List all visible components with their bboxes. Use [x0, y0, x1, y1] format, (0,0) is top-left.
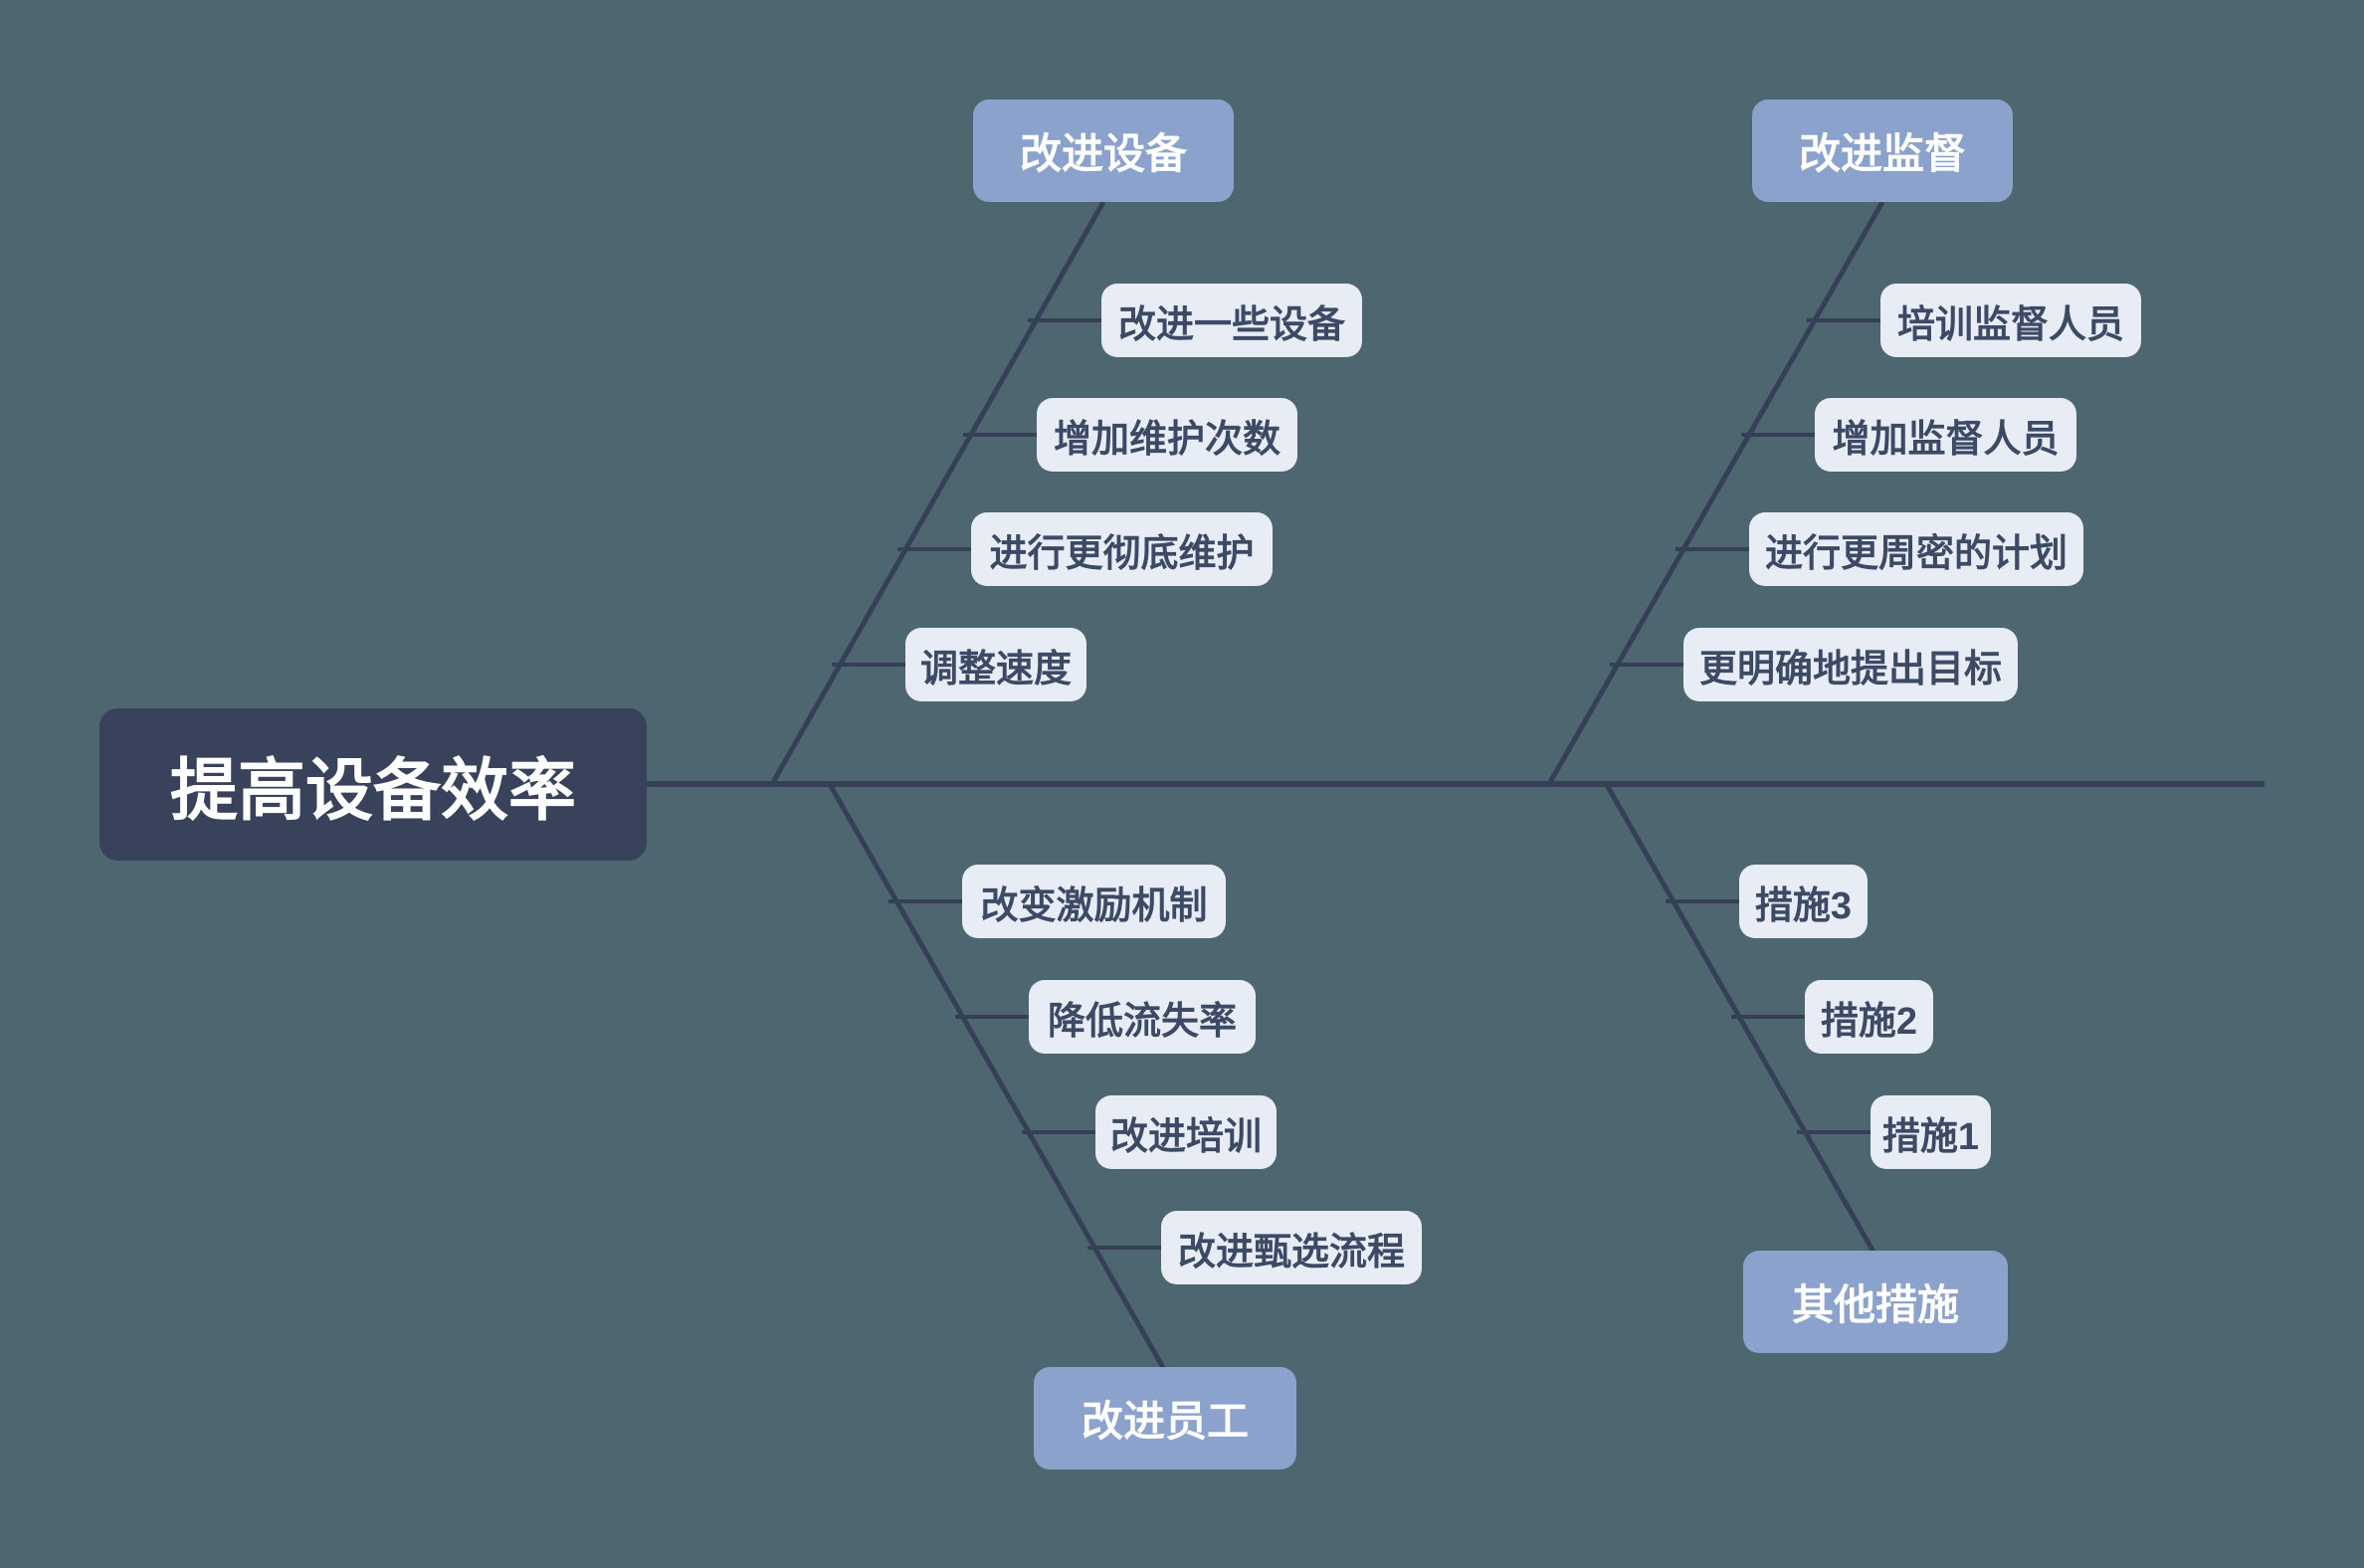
- cause-item[interactable]: 降低流失率: [1029, 980, 1256, 1054]
- cause-item[interactable]: 措施1: [1871, 1095, 1991, 1169]
- category-node-improve-supervision[interactable]: 改进监督: [1752, 99, 2013, 202]
- cause-item[interactable]: 改进甄选流程: [1161, 1211, 1422, 1284]
- cause-item[interactable]: 改进培训: [1095, 1095, 1277, 1169]
- cause-item[interactable]: 更明确地提出目标: [1683, 628, 2018, 701]
- cause-item[interactable]: 调整速度: [905, 628, 1086, 701]
- cause-item[interactable]: 措施2: [1805, 980, 1933, 1054]
- branch-line-bottom-right: [1604, 783, 1877, 1256]
- cause-item[interactable]: 培训监督人员: [1880, 284, 2141, 357]
- branch-line-bottom-left: [828, 784, 1168, 1373]
- cause-item[interactable]: 增加监督人员: [1815, 398, 2076, 472]
- branch-line-top-left: [769, 200, 1106, 786]
- category-node-improve-staff[interactable]: 改进员工: [1034, 1367, 1296, 1470]
- cause-item[interactable]: 进行更彻底维护: [971, 512, 1273, 586]
- cause-item[interactable]: 改进一些设备: [1101, 284, 1362, 357]
- root-effect-node[interactable]: 提高设备效率: [99, 708, 647, 861]
- category-node-improve-equipment[interactable]: 改进设备: [973, 99, 1234, 202]
- cause-item[interactable]: 措施3: [1739, 865, 1868, 938]
- cause-item[interactable]: 进行更周密的计划: [1749, 512, 2083, 586]
- cause-item[interactable]: 增加维护次数: [1037, 398, 1297, 472]
- category-node-other-measures[interactable]: 其他措施: [1743, 1251, 2008, 1353]
- cause-item[interactable]: 改变激励机制: [962, 865, 1226, 938]
- branch-line-top-right: [1546, 200, 1885, 786]
